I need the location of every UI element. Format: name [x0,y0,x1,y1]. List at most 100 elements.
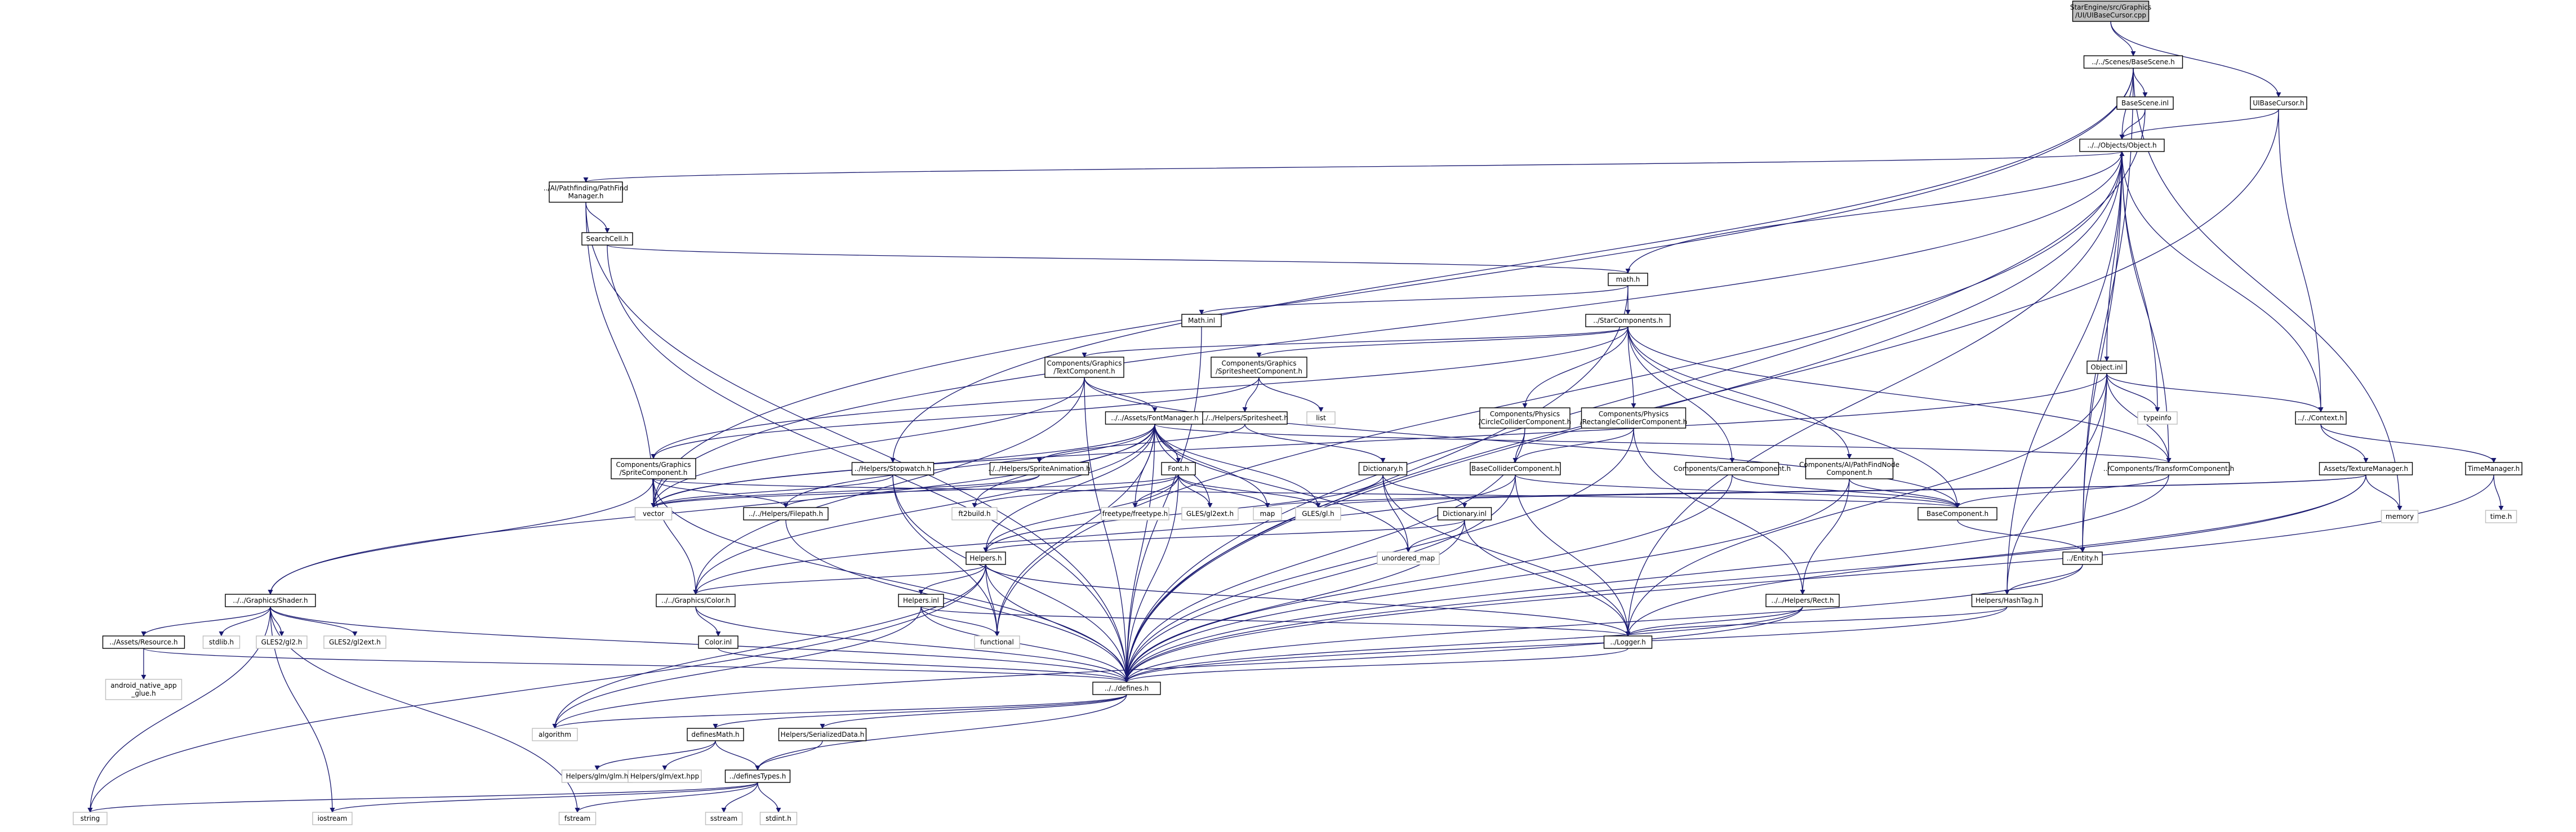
node-map: map [1253,507,1282,520]
node-serializeddata_h[interactable]: Helpers/SerializedData.h [778,728,867,741]
node-assetsresource_h-box [102,635,185,649]
edge-object_h-to-entity_h [2080,151,2123,553]
node-dictionary_h[interactable]: Dictionary.h [1358,462,1408,475]
node-spritesheetcomp_h[interactable]: Components/Graphics/SpritesheetComponent… [1211,357,1307,378]
node-shader_h[interactable]: ../../Graphics/Shader.h [225,594,316,607]
node-math_inl-box [1181,314,1222,327]
edge-rectcollider_h-to-basecollider_h [1512,428,1634,463]
node-object_inl[interactable]: Object.inl [2086,361,2127,374]
node-string: string [73,812,108,825]
node-filepath_h[interactable]: ../../Helpers/Filepath.h [743,507,829,520]
node-freetype_h: freetype/freetype.h [1101,507,1169,520]
node-basescene_inl[interactable]: BaseScene.inl [2116,96,2174,110]
node-context_h[interactable]: ../../Context.h [2295,411,2347,425]
node-root-label: /UI/UIBaseCursor.cpp [2075,11,2146,19]
edge-font_h-to-map [1178,474,1270,508]
node-assetsresource_h[interactable]: ../Assets/Resource.h [102,635,185,649]
node-hashtag_h-box [1971,594,2043,607]
node-texturemanager_h[interactable]: Assets/TextureManager.h [2319,462,2413,475]
node-starcomponents_h[interactable]: ../StarComponents.h [1585,314,1671,327]
node-basecollider_h[interactable]: BaseColliderComponent.h [1470,462,1561,475]
node-cameracomp_h[interactable]: Components/CameraComponent.h [1674,462,1791,475]
node-uibasecursor_h[interactable]: UIBaseCursor.h [2250,96,2307,110]
node-definesmath_h-label: definesMath.h [691,731,739,738]
node-color_inl[interactable]: Color.inl [698,635,738,649]
node-helpers_inl[interactable]: Helpers.inl [898,594,944,607]
node-fontmanager_h[interactable]: ../../Assets/FontManager.h [1105,411,1205,425]
edge-helpers_spritesheet_h-to-spriteanimation_h [1036,424,1245,463]
node-circlecollider_h[interactable]: Components/Physics/CircleColliderCompone… [1479,407,1571,429]
node-object_h-label: ../../Objects/Object.h [2087,141,2156,149]
node-object_h[interactable]: ../../Objects/Object.h [2079,139,2165,152]
edge-starcomponents_h-to-spritecomp_h [651,326,1629,459]
edge-textcomp_h-to-basecomponent_h [1084,377,1960,508]
node-basescene_h[interactable]: ../../Scenes/BaseScene.h [2083,55,2183,69]
node-font_h[interactable]: Font.h [1161,462,1196,475]
edge-fontmanager_h-to-gles2gl_h [1154,424,1321,508]
node-transformcomp_h-box [2107,462,2230,475]
node-logger_h[interactable]: ../Logger.h [1603,635,1653,649]
node-android_native_app_glue_h-label: _glue.h [131,689,155,697]
node-dictionary_inl[interactable]: Dictionary.inl [1437,507,1492,520]
edge-definesmath_h-to-definestypes_h [715,740,760,771]
node-definesmath_h[interactable]: definesMath.h [687,728,744,741]
node-hashtag_h[interactable]: Helpers/HashTag.h [1971,594,2043,607]
node-textcomp_h[interactable]: Components/Graphics/TextComponent.h [1044,357,1124,378]
node-basecomponent_h[interactable]: BaseComponent.h [1917,507,1997,520]
edge-basescene_h-to-entity_h [2080,68,2134,553]
node-rectcollider_h[interactable]: Components/Physics/RectangleColliderComp… [1580,407,1688,429]
edge-texturemanager_h-to-logger_h [1625,474,2366,637]
node-context_h-box [2295,411,2347,425]
edge-basecomponent_h-to-entity_h [1957,519,2085,553]
node-helpers_h-box [966,551,1006,565]
node-math_h[interactable]: math.h [1608,273,1648,286]
node-defines_h[interactable]: ../../defines.h [1092,682,1161,695]
node-object_inl-label: Object.inl [2090,363,2123,371]
node-color_h[interactable]: ../../Graphics/Color.h [656,594,736,607]
node-searchcell_h[interactable]: SearchCell.h [581,232,633,246]
node-defines_h-label: ../../defines.h [1105,684,1149,692]
node-ft2build_h-box [951,507,998,520]
node-spriteanimation_h[interactable]: ../../Helpers/SpriteAnimation.h [988,462,1091,475]
node-spritecomp_h-box [611,458,696,479]
node-helpers_h[interactable]: Helpers.h [966,551,1006,565]
node-gles2gl_h: GLES/gl.h [1295,507,1341,520]
edge-fontmanager_h-to-defines_h [1124,424,1155,683]
node-gles2gl2_h: GLES2/gl2.h [256,635,308,649]
node-rect_h-box [1765,594,1840,607]
node-entity_h[interactable]: ../Entity.h [2062,551,2103,565]
node-stopwatch_h[interactable]: ../Helpers/Stopwatch.h [851,462,935,475]
node-texturemanager_h-box [2319,462,2413,475]
node-math_h-label: math.h [1616,275,1640,283]
node-timemanager_h[interactable]: TimeManager.h [2465,462,2522,475]
node-root[interactable]: StarEngine/src/Graphics/UI/UIBaseCursor.… [2070,1,2151,22]
node-rectcollider_h-label: /RectangleColliderComponent.h [1580,418,1688,426]
node-spritecomp_h[interactable]: Components/Graphics/SpriteComponent.h [611,458,696,479]
node-math_inl[interactable]: Math.inl [1181,314,1222,327]
node-filepath_h-label: ../../Helpers/Filepath.h [749,510,823,518]
edge-basescene_h-to-stopwatch_h [890,68,2134,463]
node-rect_h[interactable]: ../../Helpers/Rect.h [1765,594,1840,607]
node-math_inl-label: Math.inl [1188,317,1215,324]
node-sstream-label: sstream [710,815,737,822]
edge-fontmanager_h-to-color_h [693,424,1155,595]
node-spritesheetcomp_h-label: Components/Graphics [1222,359,1297,367]
node-searchcell_h-label: SearchCell.h [586,235,628,243]
edge-object_h-to-typeinfo [2121,151,2160,412]
node-starcomponents_h-label: ../StarComponents.h [1593,317,1663,324]
edge-circlecollider_h-to-defines_h [1124,428,1525,683]
node-filepath_h-box [743,507,829,520]
node-basecomponent_h-label: BaseComponent.h [1927,510,1988,518]
node-serializeddata_h-box [778,728,867,741]
node-definestypes_h[interactable]: ../definesTypes.h [724,769,791,783]
edge-timemanager_h-to-defines_h [1124,474,2494,683]
edge-shader_h-to-fstream [270,606,580,813]
node-transformcomp_h[interactable]: ../Components/TransformComponent.h [2103,462,2234,475]
node-glmext_h: Helpers/glm/ext.hpp [628,769,702,783]
edge-dictionary_h-to-dictionary_inl [1382,474,1467,508]
node-helpers_spritesheet_h[interactable]: ../../Helpers/Spritesheet.h [1202,411,1288,425]
edge-serializeddata_h-to-definestypes_h [755,740,823,771]
edge-stopwatch_h-to-functional [892,474,1000,637]
